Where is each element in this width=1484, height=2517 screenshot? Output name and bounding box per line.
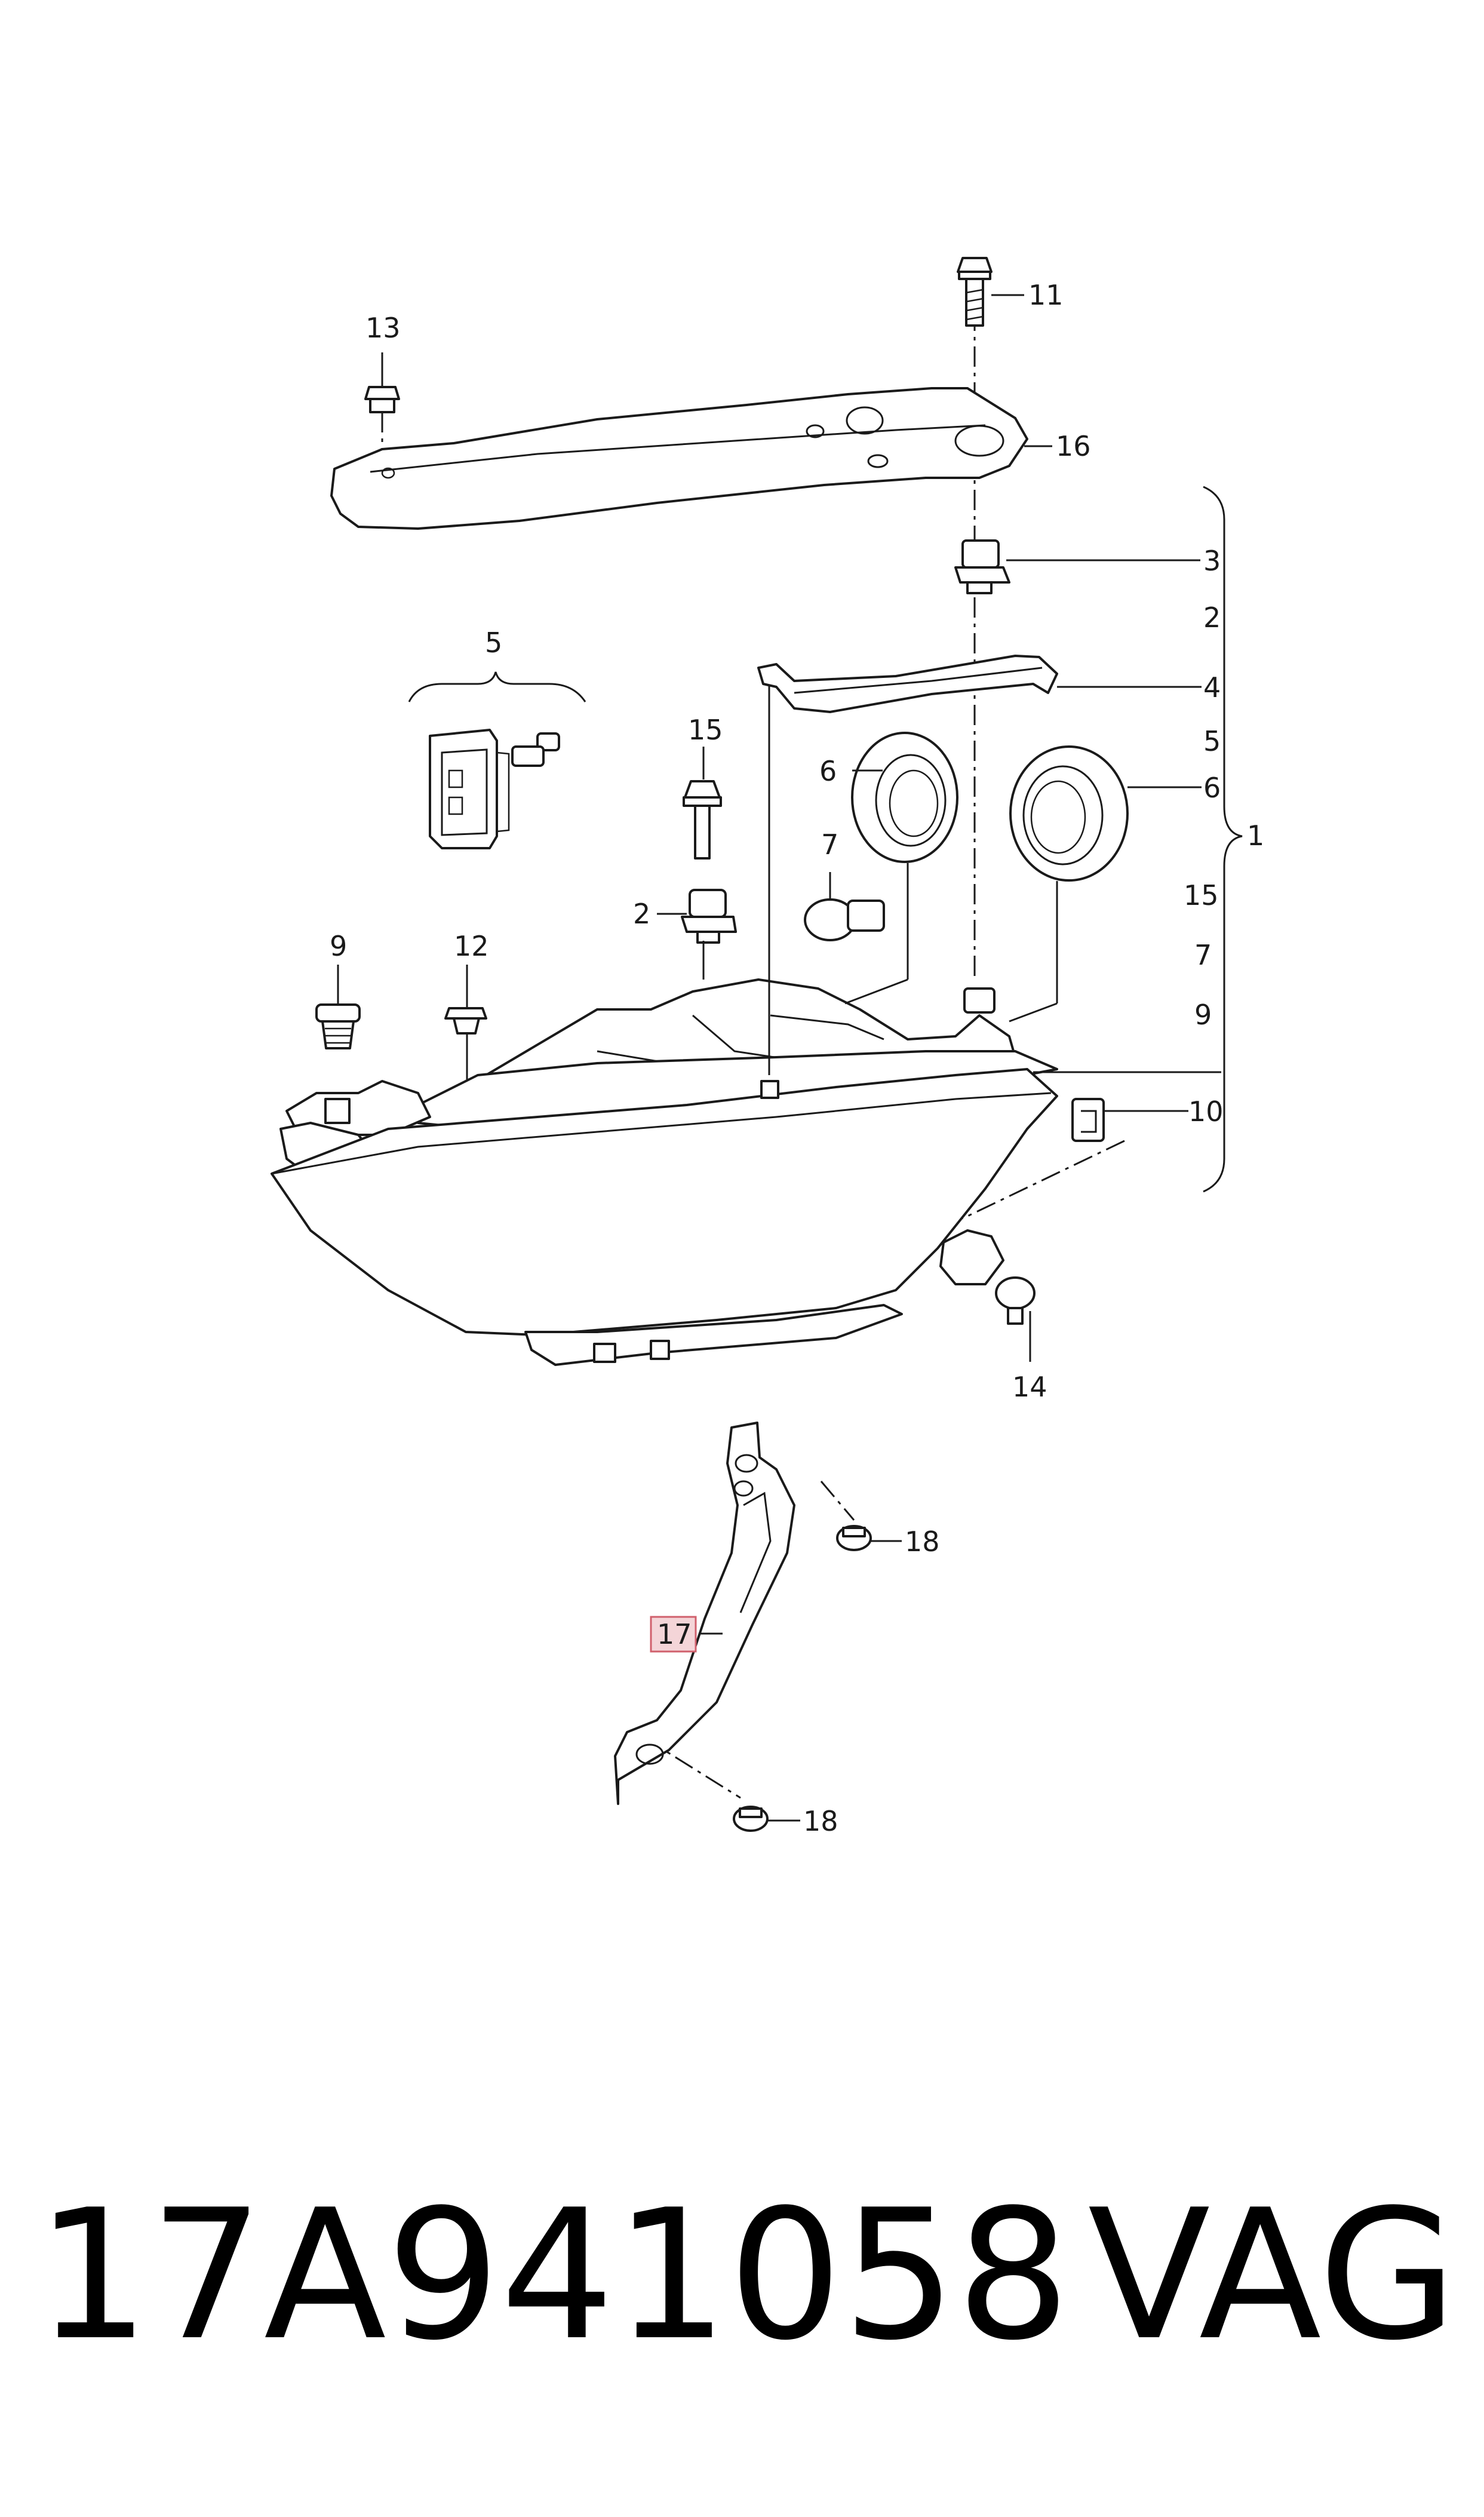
callout-10: 10 — [1188, 1095, 1224, 1128]
callout-9-list: 9 — [1194, 999, 1212, 1031]
callout-11: 11 — [1028, 279, 1064, 311]
screw-part-18-lower — [733, 1806, 769, 1832]
headlight-exploded-diagram: 11 13 16 3 2 4 5 6 1 15 7 9 10 5 15 6 7 … — [271, 257, 1264, 1837]
callout-17: 17 — [657, 1618, 692, 1650]
upper-bracket-part-16 — [330, 387, 1028, 530]
headlight-housing-part-1 — [271, 978, 1058, 1366]
lower-bracket-part-17 — [614, 1422, 795, 1805]
callout-15-list: 15 — [1184, 879, 1219, 911]
callout-7-list: 7 — [1194, 939, 1212, 971]
callout-5-list: 5 — [1203, 725, 1221, 757]
leader-lines — [337, 294, 1243, 1822]
grommet-part-9 — [315, 1003, 361, 1049]
bolt-part-11 — [957, 257, 993, 327]
callout-14: 14 — [1012, 1371, 1047, 1403]
callout-18-upper: 18 — [905, 1525, 940, 1558]
callout-17-highlight — [650, 1616, 697, 1653]
screw-part-18-upper — [836, 1525, 872, 1551]
callout-18-lower: 18 — [803, 1805, 838, 1837]
callout-4: 4 — [1203, 671, 1221, 704]
callout-3: 3 — [1203, 545, 1221, 577]
callout-7-top: 7 — [821, 828, 838, 861]
clip-nut-part-10 — [1071, 1098, 1105, 1142]
callout-16: 16 — [1056, 430, 1091, 462]
callout-15-top: 15 — [688, 714, 723, 746]
screw-part-15 — [683, 780, 722, 860]
plug-part-12 — [444, 1007, 487, 1035]
callout-6-right: 6 — [1203, 772, 1221, 804]
callout-2-left: 2 — [633, 898, 650, 930]
callout-9-top: 9 — [330, 930, 347, 962]
callout-5-top: 5 — [485, 627, 502, 659]
trim-strip-part-4 — [757, 655, 1058, 713]
bolt-part-14 — [995, 1276, 1036, 1325]
adjuster-part-2 — [681, 889, 737, 944]
callout-2-list: 2 — [1203, 601, 1221, 634]
callout-1: 1 — [1247, 819, 1264, 852]
brand-name: VAG — [1087, 2171, 1457, 2380]
part-number: 17A941058 — [36, 2171, 1071, 2380]
nut-part-13 — [364, 386, 400, 413]
callout-13: 13 — [365, 312, 401, 344]
bulb-part-7 — [804, 898, 885, 941]
adjuster-part-3 — [954, 539, 1010, 594]
cap-left-part-6 — [851, 732, 958, 863]
cap-right-part-6 — [1009, 745, 1129, 882]
callout-labels: 11 13 16 3 2 4 5 6 1 15 7 9 10 5 15 6 7 … — [330, 279, 1264, 1837]
footer: 17A941058 VAG — [36, 2150, 1457, 2401]
callout-6-left: 6 — [819, 755, 837, 787]
callout-12: 12 — [454, 930, 489, 962]
control-module-part-5 — [429, 729, 560, 849]
